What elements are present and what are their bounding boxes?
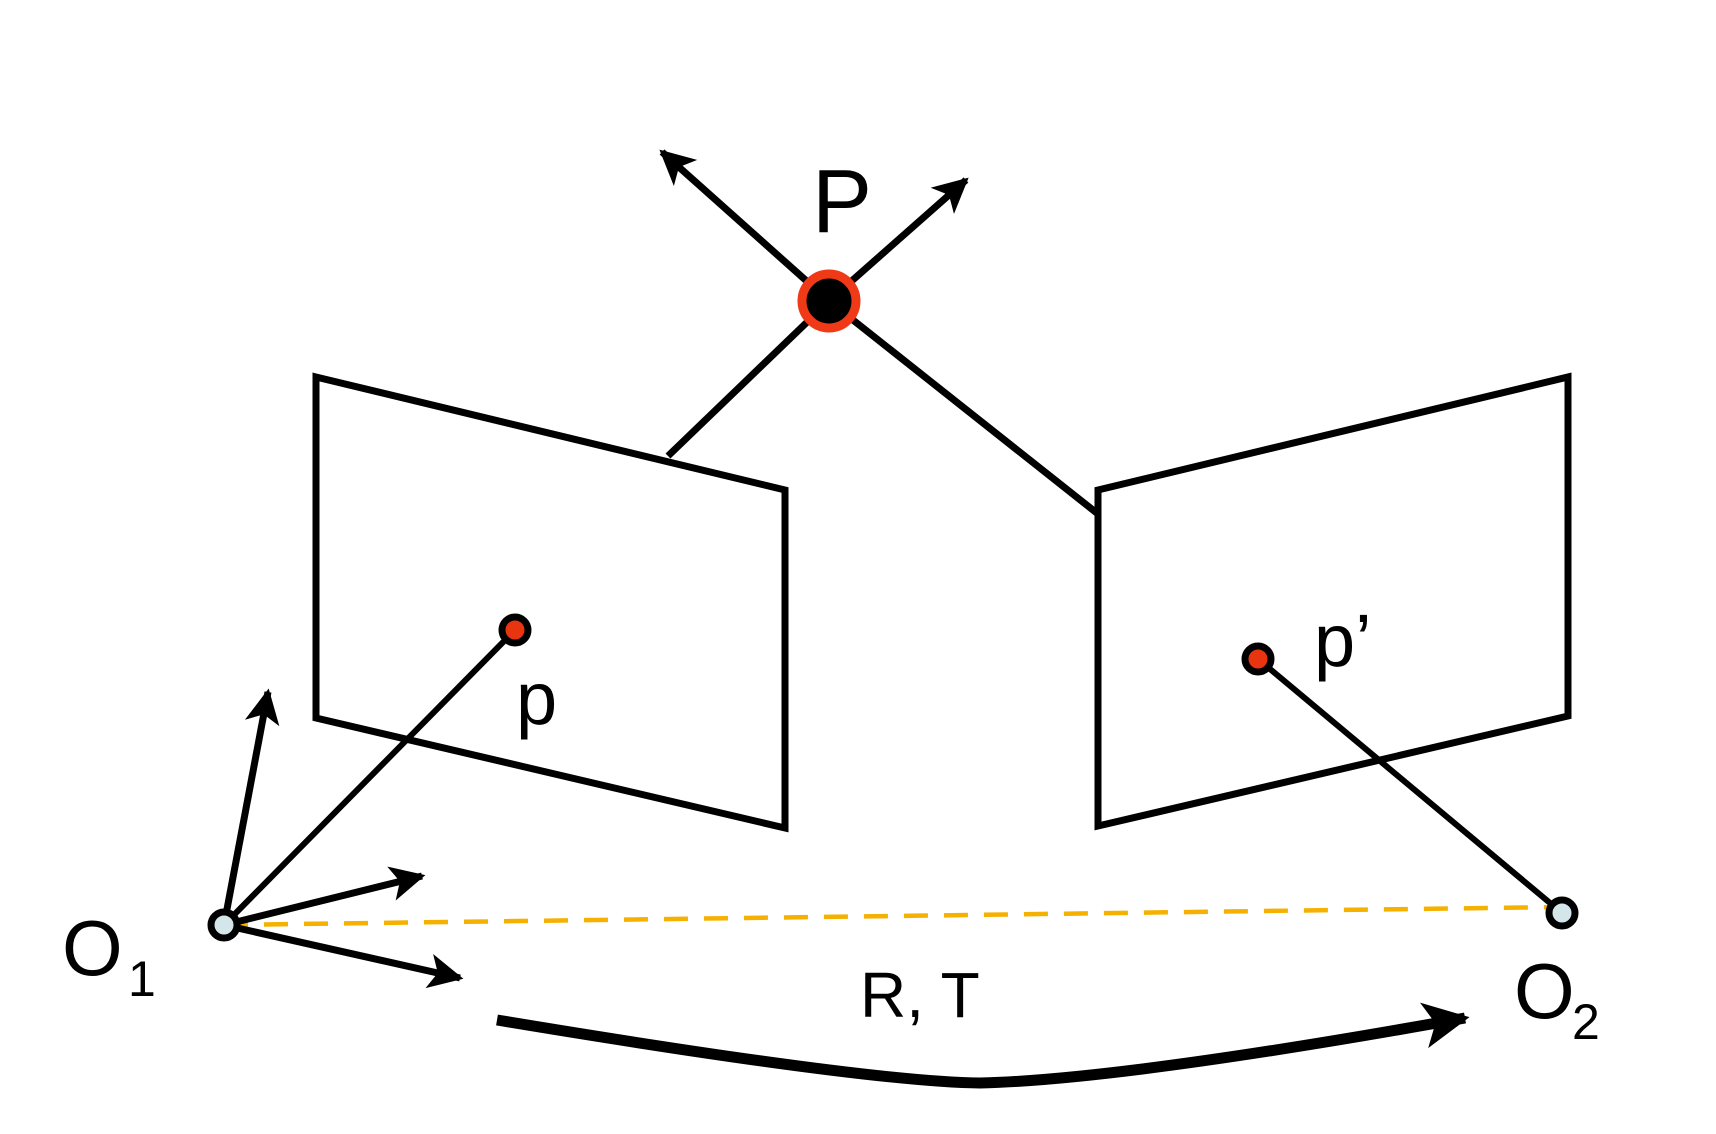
- camera-center-o2-marker: [1545, 896, 1579, 930]
- camera-axis-forward-arrow: [223, 866, 426, 929]
- world-point-label: P: [812, 152, 872, 252]
- camera-right-label-main: O: [1514, 947, 1575, 1035]
- ray-right-upper: [826, 298, 1101, 517]
- camera-axis-up-arrow: [220, 688, 280, 926]
- world-axis-arrow-left: [659, 149, 832, 304]
- camera-left-label-main: O: [62, 904, 123, 992]
- camera-left-label-sub: 1: [128, 951, 156, 1007]
- world-point-marker: [797, 269, 861, 333]
- camera-axis-right-arrow: [223, 921, 464, 989]
- camera-center-o1-marker: [207, 908, 241, 942]
- transform-label: R, T: [860, 959, 980, 1031]
- transform-arrow: [496, 1002, 1470, 1089]
- image-point-left-marker: [498, 613, 532, 647]
- image-point-right-label: p’: [1314, 599, 1372, 682]
- camera-right-label-sub: 2: [1572, 994, 1600, 1050]
- baseline-dashed: [223, 904, 1563, 928]
- ray-o2-to-p-prime: [1256, 656, 1564, 916]
- left-image-plane: [312, 372, 789, 833]
- right-image-plane: [1094, 372, 1572, 831]
- camera-right-label: O 2: [1514, 947, 1600, 1050]
- image-point-left-label: p: [516, 657, 557, 740]
- camera-left-label: O 1: [62, 904, 156, 1007]
- ray-left-upper: [665, 298, 832, 459]
- ray-o1-to-p: [221, 627, 518, 928]
- image-point-right-marker: [1241, 642, 1275, 676]
